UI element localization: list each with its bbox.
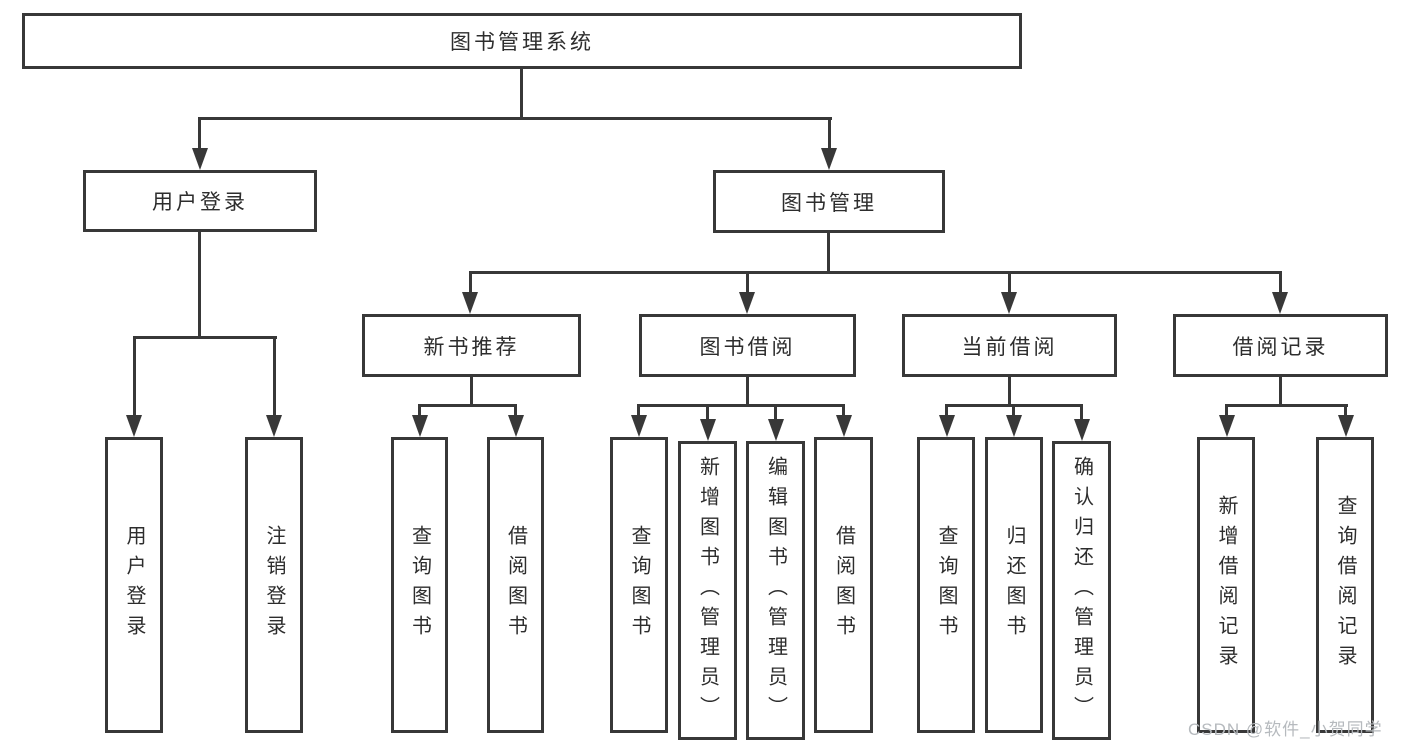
leaf-query-borrow-record: 查询借阅记录 <box>1316 437 1374 733</box>
connector-line <box>418 407 421 415</box>
arrow-down-icon <box>412 415 428 437</box>
arrow-down-icon <box>508 415 524 437</box>
leaf-logout: 注销登录 <box>245 437 303 733</box>
node-label: 注销登录 <box>263 525 285 645</box>
node-label: 确认归还（管理员） <box>1070 455 1093 726</box>
node-label: 借阅图书 <box>504 525 527 645</box>
node-label: 查询图书 <box>628 525 650 645</box>
connector-line <box>746 274 749 292</box>
connector-line <box>1279 274 1282 292</box>
arrow-down-icon <box>1006 415 1022 437</box>
arrow-down-icon <box>1074 419 1090 441</box>
node-label: 查询借阅记录 <box>1334 495 1356 675</box>
arrow-down-icon <box>700 419 716 441</box>
connector-line <box>827 233 830 274</box>
arrow-down-icon <box>1338 415 1354 437</box>
connector-line <box>945 407 948 415</box>
leaf-query-books-borrow: 查询图书 <box>610 437 668 733</box>
node-label: 当前借阅 <box>961 335 1058 359</box>
leaf-query-books-recommend: 查询图书 <box>391 437 448 733</box>
connector-line <box>945 404 1083 407</box>
connector-line <box>133 339 136 415</box>
connector-line <box>1008 274 1011 292</box>
connector-line <box>1344 407 1347 415</box>
node-book-borrowing: 图书借阅 <box>639 314 856 377</box>
connector-line <box>1080 407 1083 419</box>
node-book-management: 图书管理 <box>713 170 945 233</box>
arrow-down-icon <box>631 415 647 437</box>
connector-line <box>1008 377 1011 407</box>
node-label: 图书管理 <box>781 191 877 215</box>
arrow-down-icon <box>821 148 837 170</box>
arrow-down-icon <box>266 415 282 437</box>
connector-line <box>470 377 473 407</box>
arrow-down-icon <box>462 292 478 314</box>
connector-line <box>1225 404 1348 407</box>
leaf-borrow-books: 借阅图书 <box>814 437 873 733</box>
leaf-edit-books-admin: 编辑图书（管理员） <box>746 441 805 740</box>
leaf-return-books: 归还图书 <box>985 437 1043 733</box>
node-current-borrowing: 当前借阅 <box>902 314 1117 377</box>
arrow-down-icon <box>768 419 784 441</box>
arrow-down-icon <box>1219 415 1235 437</box>
connector-line <box>1012 407 1015 415</box>
leaf-user-login: 用户登录 <box>105 437 163 733</box>
arrow-down-icon <box>192 148 208 170</box>
csdn-watermark: CSDN @软件_小贺同学 <box>1188 720 1383 739</box>
connector-line <box>637 407 640 415</box>
leaf-borrow-books-recommend: 借阅图书 <box>487 437 544 733</box>
connector-line <box>746 377 749 407</box>
node-label: 新书推荐 <box>423 335 520 359</box>
connector-line <box>469 274 472 292</box>
connector-line <box>520 69 523 120</box>
connector-line <box>418 404 517 407</box>
arrow-down-icon <box>1001 292 1017 314</box>
connector-line <box>514 407 517 415</box>
connector-line <box>1225 407 1228 415</box>
leaf-confirm-return-admin: 确认归还（管理员） <box>1052 441 1111 740</box>
node-new-book-recommendation: 新书推荐 <box>362 314 581 377</box>
node-label: 图书借阅 <box>699 335 796 359</box>
leaf-add-books-admin: 新增图书（管理员） <box>678 441 737 740</box>
connector-line <box>842 407 845 415</box>
node-label: 用户登录 <box>152 191 248 214</box>
connector-line <box>469 271 1282 274</box>
node-library-management-system: 图书管理系统 <box>22 13 1022 69</box>
connector-line <box>774 407 777 419</box>
connector-line <box>637 404 845 407</box>
node-label: 编辑图书（管理员） <box>764 455 787 726</box>
node-label: 查询图书 <box>935 525 957 645</box>
node-user-login: 用户登录 <box>83 170 317 232</box>
node-label: 归还图书 <box>1003 525 1025 645</box>
leaf-add-borrow-record: 新增借阅记录 <box>1197 437 1255 733</box>
node-label: 借阅图书 <box>832 525 855 645</box>
connector-line <box>198 117 832 120</box>
node-label: 新增图书（管理员） <box>696 455 719 726</box>
node-label: 借阅记录 <box>1232 335 1329 359</box>
arrow-down-icon <box>939 415 955 437</box>
connector-line <box>198 120 201 148</box>
arrow-down-icon <box>1272 292 1288 314</box>
connector-line <box>828 120 831 148</box>
connector-line <box>273 339 276 415</box>
arrow-down-icon <box>836 415 852 437</box>
connector-line <box>133 336 277 339</box>
arrow-down-icon <box>739 292 755 314</box>
node-label: 查询图书 <box>408 525 431 645</box>
leaf-query-books-current: 查询图书 <box>917 437 975 733</box>
connector-line <box>706 407 709 419</box>
arrow-down-icon <box>126 415 142 437</box>
node-label: 用户登录 <box>123 525 145 645</box>
node-label: 新增借阅记录 <box>1215 495 1237 675</box>
connector-line <box>1279 377 1282 407</box>
connector-line <box>198 232 201 339</box>
node-label: 图书管理系统 <box>450 31 594 54</box>
node-borrowing-records: 借阅记录 <box>1173 314 1388 377</box>
